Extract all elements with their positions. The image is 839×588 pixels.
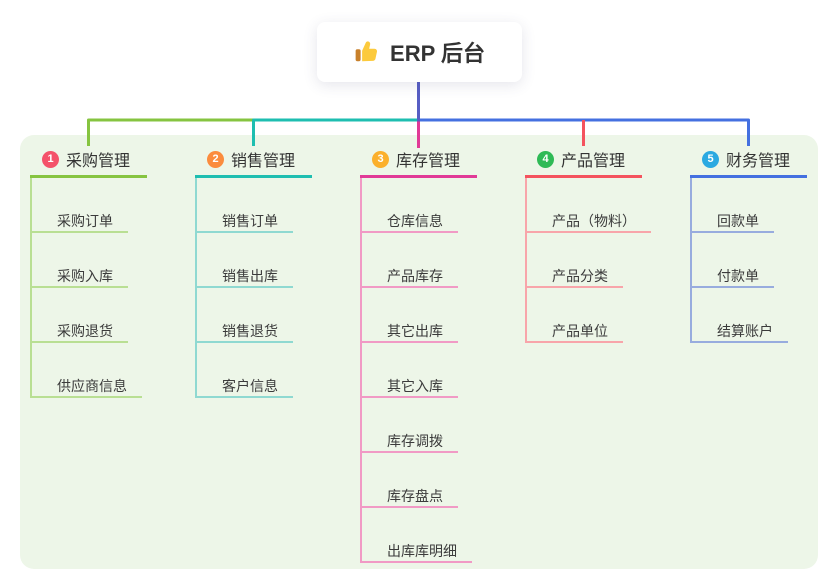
child-node[interactable]: 采购入库 (32, 266, 128, 288)
branch-title[interactable]: 3 库存管理 (360, 143, 477, 178)
branch-number-badge: 4 (537, 150, 554, 168)
branch-label: 财务管理 (726, 153, 791, 170)
child-node[interactable]: 仓库信息 (362, 211, 458, 233)
root-node[interactable]: ERP 后台 (317, 22, 522, 82)
child-node[interactable]: 客户信息 (197, 376, 293, 398)
child-node[interactable]: 其它入库 (362, 376, 458, 398)
child-node[interactable]: 产品（物料） (527, 211, 651, 233)
child-node[interactable]: 产品库存 (362, 266, 458, 288)
branch-label: 销售管理 (231, 153, 296, 170)
branch-label: 采购管理 (66, 153, 131, 170)
branch-title[interactable]: 4 产品管理 (525, 143, 642, 178)
child-node[interactable]: 出库库明细 (362, 541, 472, 563)
branch-column: 1 采购管理采购订单采购入库采购退货供应商信息 (30, 143, 190, 398)
child-node[interactable]: 供应商信息 (32, 376, 142, 398)
branch-children-group: 回款单付款单结算账户 (690, 178, 788, 343)
branch-number-badge: 5 (702, 150, 719, 168)
thumbs-up-icon (355, 41, 378, 62)
child-node[interactable]: 库存调拨 (362, 431, 458, 453)
branch-column: 5 财务管理回款单付款单结算账户 (690, 143, 839, 343)
branch-column: 3 库存管理仓库信息产品库存其它出库其它入库库存调拨库存盘点出库库明细 (360, 143, 520, 563)
branch-children-group: 产品（物料） 产品分类产品单位 (525, 178, 651, 343)
branch-title[interactable]: 2 销售管理 (195, 143, 312, 178)
branch-label: 产品管理 (561, 153, 626, 170)
branch-title[interactable]: 5 财务管理 (690, 143, 807, 178)
branch-label: 库存管理 (396, 153, 461, 170)
branch-children-group: 采购订单采购入库采购退货供应商信息 (30, 178, 142, 398)
branch-column: 2 销售管理销售订单销售出库销售退货客户信息 (195, 143, 355, 398)
child-node[interactable]: 采购订单 (32, 211, 128, 233)
child-node[interactable]: 销售订单 (197, 211, 293, 233)
child-node[interactable]: 采购退货 (32, 321, 128, 343)
child-node[interactable]: 库存盘点 (362, 486, 458, 508)
child-node[interactable]: 付款单 (692, 266, 774, 288)
child-node[interactable]: 结算账户 (692, 321, 788, 343)
child-node[interactable]: 销售出库 (197, 266, 293, 288)
branch-children-group: 仓库信息产品库存其它出库其它入库库存调拨库存盘点出库库明细 (360, 178, 472, 563)
branch-number-badge: 3 (372, 150, 389, 168)
child-node[interactable]: 产品分类 (527, 266, 623, 288)
child-node[interactable]: 其它出库 (362, 321, 458, 343)
child-node[interactable]: 产品单位 (527, 321, 623, 343)
branch-title[interactable]: 1 采购管理 (30, 143, 147, 178)
branch-number-badge: 2 (207, 150, 224, 168)
branch-number-badge: 1 (42, 150, 59, 168)
root-title: ERP 后台 (390, 41, 485, 66)
branch-column: 4 产品管理产品（物料） 产品分类产品单位 (525, 143, 685, 343)
child-node[interactable]: 回款单 (692, 211, 774, 233)
branches-panel (20, 135, 818, 569)
child-node[interactable]: 销售退货 (197, 321, 293, 343)
branch-children-group: 销售订单销售出库销售退货客户信息 (195, 178, 293, 398)
